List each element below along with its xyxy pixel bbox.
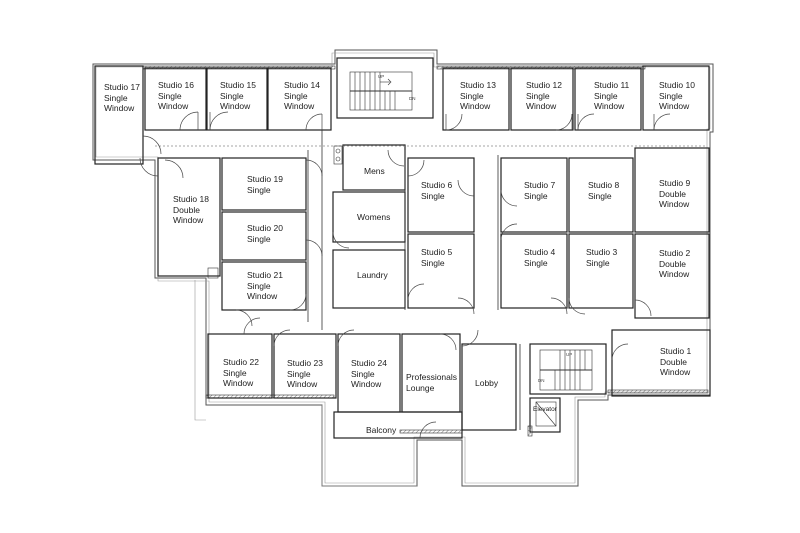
room-label-studio-14: Studio 14 Single Window xyxy=(284,80,320,111)
room-walls xyxy=(94,57,711,439)
room-label-studio-23: Studio 23 Single Window xyxy=(287,358,323,389)
room-label-womens: Womens xyxy=(357,212,391,222)
room-label-studio-10: Studio 10 Single Window xyxy=(659,80,695,111)
room-label-studio-1: Studio 1 Double Window xyxy=(660,346,692,377)
room-label-elevator: Elevator xyxy=(533,406,557,413)
stair-up-mark-bottom: UP xyxy=(566,352,573,357)
room-label-studio-7: Studio 7 Single xyxy=(524,180,556,201)
partition-details xyxy=(155,130,706,430)
room-label-studio-22: Studio 22 Single Window xyxy=(223,357,259,388)
washroom-fixtures xyxy=(207,145,343,279)
room-label-studio-8: Studio 8 Single xyxy=(588,180,620,201)
room-label-studio-2: Studio 2 Double Window xyxy=(659,248,691,279)
room-label-lobby: Lobby xyxy=(475,378,499,388)
room-label-studio-17: Studio 17 Single Window xyxy=(104,82,140,113)
stair-up-mark-top: UP xyxy=(378,74,385,79)
stair-down-mark-top: DN xyxy=(409,96,416,101)
room-label-studio-18: Studio 18 Double Window xyxy=(173,194,209,225)
stair-down-mark-bottom: DN xyxy=(538,378,545,383)
room-label-studio-12: Studio 12 Single Window xyxy=(526,80,562,111)
room-label-studio-24: Studio 24 Single Window xyxy=(351,358,387,389)
door-swings xyxy=(139,111,671,439)
room-label-studio-15: Studio 15 Single Window xyxy=(220,80,256,111)
room-label-laundry: Laundry xyxy=(357,270,388,280)
room-label-studio-4: Studio 4 Single xyxy=(524,247,556,268)
room-label-mens: Mens xyxy=(364,166,385,176)
room-label-studio-11: Studio 11 Single Window xyxy=(594,80,630,111)
room-label-studio-16: Studio 16 Single Window xyxy=(158,80,194,111)
room-label-studio-21: Studio 21 Single Window xyxy=(247,270,283,301)
room-label-studio-20: Studio 20 Single xyxy=(247,223,283,244)
room-label-studio-5: Studio 5 Single xyxy=(421,247,453,268)
room-label-studio-19: Studio 19 Single xyxy=(247,174,283,195)
room-label-balcony: Balcony xyxy=(366,425,397,435)
room-label-studio-3: Studio 3 Single xyxy=(586,247,618,268)
stair-top xyxy=(349,71,413,111)
exterior-outline xyxy=(92,49,714,487)
elevator-car xyxy=(527,401,557,437)
room-label-studio-13: Studio 13 Single Window xyxy=(460,80,496,111)
room-label-studio-9: Studio 9 Double Window xyxy=(659,178,691,209)
room-label-studio-6: Studio 6 Single xyxy=(421,180,453,201)
stair-bottom xyxy=(539,349,593,391)
room-label-professionals-lounge: Professionals Lounge xyxy=(406,372,458,393)
